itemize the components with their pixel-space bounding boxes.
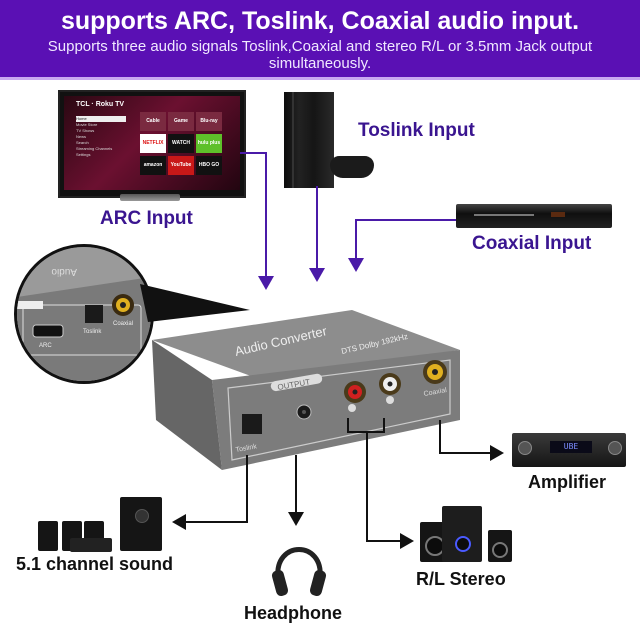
tv-menu-item: Movie Store — [76, 122, 98, 127]
toslink-input-label: Toslink Input — [358, 120, 475, 141]
surround-arrow-head — [172, 514, 186, 530]
tv-tile: hulu plus — [196, 134, 222, 153]
game-controller-image — [330, 156, 374, 178]
header-banner: supports ARC, Toslink, Coaxial audio inp… — [0, 0, 640, 80]
zoom-port-toslink: Toslink — [83, 329, 102, 335]
tv-menu-item: Streaming Channels — [76, 146, 113, 151]
svg-text:Coaxial: Coaxial — [423, 387, 448, 398]
stereo-center-speaker-image — [442, 506, 482, 562]
audio-converter-drawing: Audio Converter DTS Dolby 192kHz OUTPUT … — [152, 310, 460, 470]
coaxial-arrow-head — [348, 258, 364, 272]
audio-converter-image: Audio Converter DTS Dolby 192kHz OUTPUT … — [152, 310, 460, 470]
tv-tile: Blu-ray — [196, 112, 222, 131]
amp-knob — [608, 441, 622, 455]
amp-display: UBE — [550, 441, 592, 453]
tv-menu-item: TV Shows — [76, 128, 95, 133]
tv-tile: NETFLIX — [140, 134, 166, 153]
amplifier-label: Amplifier — [528, 472, 607, 492]
headphone-arrow-head — [288, 512, 304, 526]
header-title: supports ARC, Toslink, Coaxial audio inp… — [60, 7, 580, 35]
stereo-right-speaker-image — [488, 530, 512, 562]
port-zoom-callout: Audio ARC Toslink Coaxial — [14, 244, 154, 384]
toslink-arrow-head — [309, 268, 325, 282]
svg-text:Toslink: Toslink — [235, 443, 258, 454]
center-speaker-image — [70, 538, 112, 552]
tv-menu-item: Home — [76, 116, 126, 122]
arc-input-label: ARC Input — [100, 208, 193, 229]
tv-tile: Game — [168, 112, 194, 131]
tv-screen: TCL · Roku TV Home Movie Store TV Shows … — [64, 96, 240, 190]
surround-arrow-line — [182, 455, 248, 523]
coaxial-input-label: Coaxial Input — [472, 233, 592, 254]
header-subtitle: Supports three audio signals Toslink,Coa… — [47, 38, 593, 72]
ps4-console-image — [284, 92, 334, 188]
tv-menu-item: Settings — [76, 152, 91, 157]
surround-sound-label: 5.1 channel sound — [16, 554, 174, 574]
tv-menu-item: News — [76, 134, 87, 139]
speaker-image — [38, 521, 58, 551]
amplifier-arrow-head — [490, 445, 504, 461]
stereo-arrow-head — [400, 533, 414, 549]
stereo-arrow-line — [366, 432, 402, 542]
zoom-port-arc: ARC — [39, 343, 52, 349]
tv-stand — [120, 194, 180, 201]
callout-wedge — [140, 284, 250, 322]
subwoofer-image — [120, 497, 162, 551]
headphone-image — [270, 530, 328, 600]
amplifier-image: UBE — [512, 433, 626, 467]
zoom-audio-text: Audio — [51, 266, 77, 277]
amp-knob — [518, 441, 532, 455]
tv-brand: TCL · Roku TV — [76, 101, 125, 108]
stereo-label: R/L Stereo — [416, 569, 506, 589]
tv-tile: HBO GO — [196, 156, 222, 175]
amplifier-arrow-line — [439, 420, 492, 454]
zoom-port-coaxial: Coaxial — [113, 321, 133, 327]
headphone-label: Headphone — [244, 603, 343, 623]
coaxial-arrow-line — [355, 219, 456, 262]
tv-tile: amazon — [140, 156, 166, 175]
dvd-player-image — [456, 204, 612, 228]
tv-menu-item: Search — [76, 140, 89, 145]
arc-arrow-line — [240, 152, 267, 278]
port-zoom-drawing: Audio ARC Toslink Coaxial — [17, 247, 151, 381]
tv-tile: Cable — [140, 112, 166, 131]
stereo-bracket-line — [347, 418, 385, 433]
tv-tile: YouTube — [168, 156, 194, 175]
arc-arrow-head — [258, 276, 274, 290]
tv-menu: Home Movie Store TV Shows News Search St… — [76, 116, 126, 158]
